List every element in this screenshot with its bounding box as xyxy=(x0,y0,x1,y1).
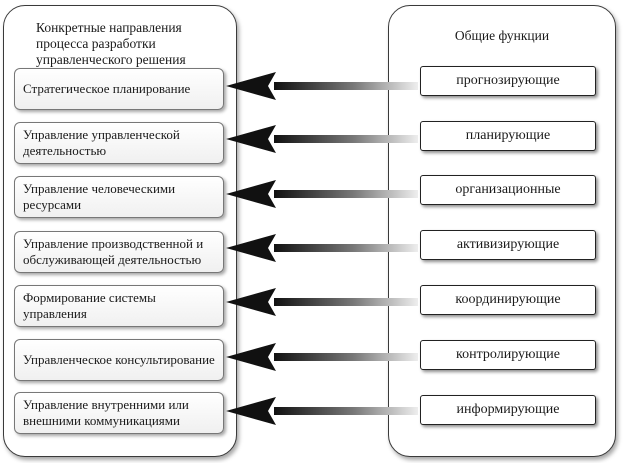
direction-item-2: Управление управленческой деятельностью xyxy=(14,122,224,164)
direction-item-1: Стратегическое планирование xyxy=(14,68,224,110)
direction-item-6: Управленческое консультирование xyxy=(14,339,224,381)
function-item-3: организационные xyxy=(420,175,596,205)
direction-item-5: Формирование системы управления xyxy=(14,285,224,327)
functions-panel-title: Общие функции xyxy=(454,28,550,43)
function-item-6: контролирующие xyxy=(420,340,596,370)
function-item-1: прогнозирующие xyxy=(420,66,596,96)
direction-item-7: Управление внутренними или внешними комм… xyxy=(14,392,224,434)
directions-panel-title: Конкретные направления процесса разработ… xyxy=(36,20,186,67)
function-item-2: планирующие xyxy=(420,121,596,151)
direction-item-4: Управление производственной и обслуживаю… xyxy=(14,231,224,273)
directions-panel: Конкретные направления процесса разработ… xyxy=(3,5,237,457)
direction-item-3: Управление человеческими ресурсами xyxy=(14,176,224,218)
function-item-4: активизирующие xyxy=(420,230,596,260)
function-item-7: информирующие xyxy=(420,395,596,425)
function-item-5: координирующие xyxy=(420,285,596,315)
functions-panel: Общие функции прогнозирующие планирующие… xyxy=(388,5,616,457)
